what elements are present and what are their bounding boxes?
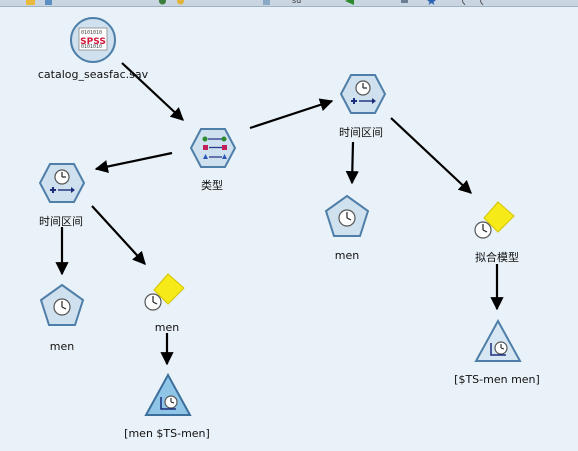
spss-badge-text: SPSS (80, 37, 106, 47)
time-plot-pentagon-icon (39, 283, 85, 326)
men-node-left[interactable] (39, 283, 85, 327)
connection-type-to-interval-right (249, 98, 334, 130)
folder-icon[interactable] (26, 0, 35, 5)
back-icon[interactable] (345, 0, 354, 5)
model-nugget-left[interactable] (142, 272, 188, 314)
source-node-label: catalog_seasfac.sav (37, 68, 149, 81)
connection-type-to-interval-left (94, 151, 173, 174)
interval-node-left[interactable] (38, 162, 86, 204)
stream-canvas[interactable]: 0101010 0101010 SPSS catalog_seasfac.sav… (0, 7, 578, 451)
stop-icon[interactable] (262, 0, 271, 5)
men-node-left-label: men (49, 340, 75, 353)
men-node-right-label: men (334, 249, 360, 262)
output-node-left-label: [men $TS-men] (124, 427, 210, 440)
svg-text:0101010: 0101010 (81, 44, 102, 50)
spss-file-icon: 0101010 0101010 SPSS (70, 17, 116, 63)
interval-node-right[interactable] (339, 73, 387, 115)
output-node-left[interactable] (144, 372, 192, 417)
time-series-plot-triangle-icon (144, 372, 192, 416)
type-node-icon (189, 128, 237, 168)
stream-connections (55, 62, 504, 366)
connection-interval-right-to-model (390, 117, 472, 194)
time-interval-icon (38, 163, 86, 203)
model-nugget-icon (474, 201, 515, 239)
time-plot-pentagon-icon (324, 194, 370, 237)
forward-icon[interactable] (400, 0, 409, 5)
bracket-icon[interactable] (462, 0, 471, 5)
toolbar-partial-text: su (292, 0, 302, 5)
connection-interval-left-to-model (91, 205, 146, 265)
time-series-plot-triangle-icon (474, 318, 522, 362)
connection-interval-right-to-men (345, 141, 359, 185)
output-node-right[interactable] (474, 318, 522, 363)
model-nugget-right[interactable] (472, 200, 518, 242)
model-nugget-left-label: men (154, 321, 180, 334)
connection-source-to-type (121, 62, 184, 121)
model-nugget-right-label: 拟合模型 (475, 251, 519, 264)
source-node[interactable]: 0101010 0101010 SPSS (69, 16, 117, 64)
star-icon[interactable] (427, 0, 436, 5)
output-node-right-label: [$TS-men men] (454, 373, 540, 386)
run-icon[interactable] (158, 0, 167, 5)
interval-node-left-label: 时间区间 (39, 215, 83, 228)
type-node-label: 类型 (201, 179, 223, 192)
svg-text:0101010: 0101010 (81, 30, 102, 36)
time-interval-icon (339, 74, 387, 114)
toolbar: su (0, 0, 578, 7)
type-node[interactable] (189, 127, 237, 169)
model-nugget-icon (144, 273, 185, 311)
edit-icon[interactable] (44, 0, 53, 5)
bracket-icon[interactable] (480, 0, 489, 5)
interval-node-right-label: 时间区间 (339, 126, 383, 139)
zoom-icon[interactable] (176, 0, 185, 5)
men-node-right[interactable] (324, 194, 370, 238)
